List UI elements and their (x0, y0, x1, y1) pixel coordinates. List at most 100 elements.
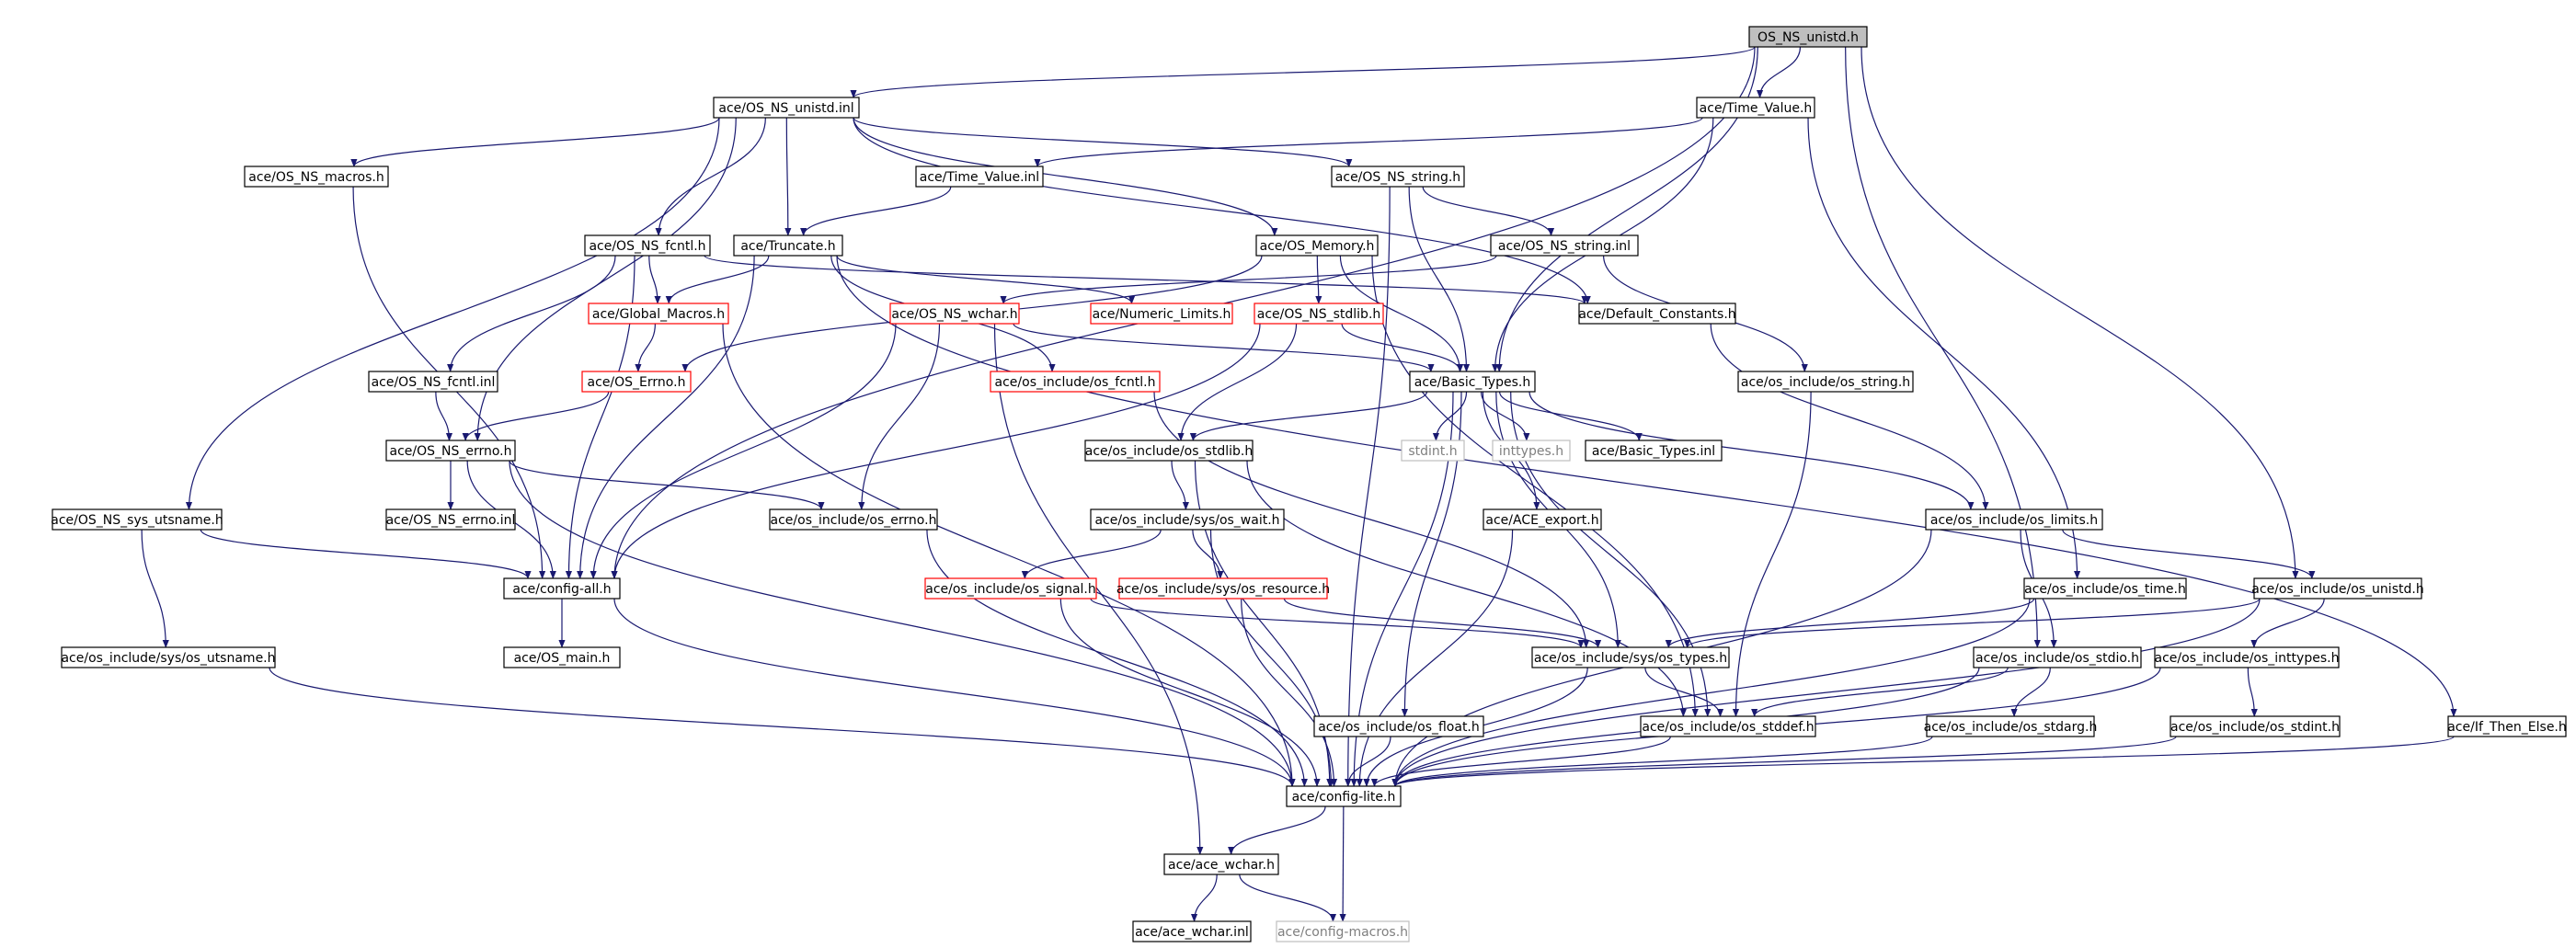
node-osi_string[interactable]: ace/os_include/os_string.h (1737, 371, 1914, 393)
node-box (1925, 508, 2103, 531)
node-ace_wchar_inl[interactable]: ace/ace_wchar.inl (1132, 920, 1252, 942)
node-unistd_inl[interactable]: ace/OS_NS_unistd.inl (713, 97, 860, 119)
node-box (1254, 303, 1384, 325)
node-ace_export[interactable]: ace/ACE_export.h (1483, 508, 1602, 531)
node-timevalue_inl[interactable]: ace/Time_Value.inl (915, 166, 1044, 188)
node-osi_wait[interactable]: ace/os_include/sys/os_wait.h (1090, 508, 1285, 531)
node-string_h[interactable]: ace/OS_NS_string.h (1331, 166, 1465, 188)
node-label: OS_NS_unistd.h (1757, 30, 1859, 45)
node-osi_errno[interactable]: ace/os_include/os_errno.h (769, 508, 938, 531)
node-box (2447, 715, 2567, 737)
node-os_errno_cls[interactable]: ace/OS_Errno.h (581, 371, 692, 393)
node-box (1255, 234, 1379, 257)
node-label: ace/Basic_Types.inl (1592, 444, 1715, 459)
node-box (889, 303, 1020, 325)
node-label: ace/OS_NS_unistd.inl (718, 101, 853, 116)
node-label: ace/OS_NS_errno.inl (386, 513, 516, 528)
node-osi_limits[interactable]: ace/os_include/os_limits.h (1925, 508, 2103, 531)
node-box (1132, 920, 1252, 942)
node-osi_fcntl[interactable]: ace/os_include/os_fcntl.h (990, 371, 1161, 393)
node-config_all[interactable]: ace/config-all.h (503, 577, 621, 600)
node-osi_stdarg[interactable]: ace/os_include/os_stdarg.h (1924, 715, 2098, 737)
node-wchar_h[interactable]: ace/OS_NS_wchar.h (889, 303, 1020, 325)
node-osi_time[interactable]: ace/os_include/os_time.h (2023, 577, 2187, 600)
node-macros_h[interactable]: ace/OS_NS_macros.h (244, 166, 389, 188)
node-basic_types_inl[interactable]: ace/Basic_Types.inl (1585, 440, 1723, 462)
node-fcntl_inl[interactable]: ace/OS_NS_fcntl.inl (368, 371, 498, 393)
edge-unistd_inl-to-memory_h (853, 117, 1278, 236)
node-label: ace/OS_main.h (514, 651, 611, 666)
node-label: ace/OS_NS_errno.h (389, 444, 511, 459)
edge-global_macros-to-config_lite (722, 323, 1296, 787)
edge-osi_wait-to-osi_signal (1021, 529, 1162, 579)
node-box (1163, 853, 1279, 875)
node-label: ace/OS_NS_macros.h (248, 170, 384, 185)
node-default_constants[interactable]: ace/Default_Constants.h (1578, 303, 1736, 325)
node-box (2170, 715, 2341, 737)
node-box (368, 371, 498, 393)
node-box (1737, 371, 1914, 393)
node-label: ace/OS_NS_string.inl (1498, 239, 1631, 254)
edge-string_h-to-string_inl (1422, 186, 1555, 236)
node-truncate_h[interactable]: ace/Truncate.h (733, 234, 843, 257)
edge-basic_types-to-stdint (1432, 391, 1468, 441)
node-if_then_else[interactable]: ace/If_Then_Else.h (2447, 715, 2567, 737)
node-label: ace/os_include/sys/os_utsname.h (61, 651, 275, 666)
node-numeric_limits[interactable]: ace/Numeric_Limits.h (1090, 303, 1233, 325)
node-box (385, 440, 516, 462)
node-osi_signal[interactable]: ace/os_include/os_signal.h (924, 577, 1097, 600)
edge-stdlib_h-to-config_all (611, 323, 1261, 579)
edge-string_h-to-basic_types (1408, 186, 1471, 372)
edge-truncate_h-to-numeric_limits (836, 255, 1136, 304)
edge-config_lite-to-config_macros (1339, 805, 1346, 922)
node-errno_inl[interactable]: ace/OS_NS_errno.inl (385, 508, 516, 531)
node-string_inl[interactable]: ace/OS_NS_string.inl (1490, 234, 1639, 257)
node-box (1090, 508, 1285, 531)
node-basic_types[interactable]: ace/Basic_Types.h (1409, 371, 1536, 393)
node-stdint: stdint.h (1401, 440, 1465, 462)
edge-fcntl_h-to-fcntl_inl (447, 255, 616, 372)
node-box (1276, 920, 1410, 942)
node-osi_stdint[interactable]: ace/os_include/os_stdint.h (2170, 715, 2341, 737)
node-os_main[interactable]: ace/OS_main.h (503, 646, 621, 668)
node-label: ace/os_include/os_fcntl.h (995, 375, 1156, 390)
node-memory_h[interactable]: ace/OS_Memory.h (1255, 234, 1379, 257)
node-label: ace/os_include/os_stdint.h (2170, 720, 2340, 735)
node-config_macros: ace/config-macros.h (1276, 920, 1410, 942)
node-osi_stdlib[interactable]: ace/os_include/os_stdlib.h (1084, 440, 1254, 462)
node-label: ace/Default_Constants.h (1578, 307, 1735, 322)
node-box (1585, 440, 1723, 462)
node-config_lite[interactable]: ace/config-lite.h (1286, 785, 1402, 807)
node-label: ace/os_include/os_time.h (2024, 582, 2186, 597)
node-utsname_h[interactable]: ace/OS_NS_sys_utsname.h (51, 508, 223, 531)
node-osi_types[interactable]: ace/os_include/sys/os_types.h (1531, 646, 1730, 668)
node-box (1401, 440, 1465, 462)
node-box (1090, 303, 1233, 325)
node-timevalue_h[interactable]: ace/Time_Value.h (1696, 97, 1815, 119)
edge-truncate_h-to-if_then_else (836, 255, 2457, 717)
node-osi_inttypes[interactable]: ace/os_include/os_inttypes.h (2154, 646, 2340, 668)
node-osi_resource[interactable]: ace/os_include/sys/os_resource.h (1116, 577, 1330, 600)
edge-memory_h-to-basic_types (1339, 255, 1464, 372)
edge-osi_limits-to-osi_unistd (2062, 529, 2316, 579)
node-osi_stddef[interactable]: ace/os_include/os_stddef.h (1640, 715, 1816, 737)
node-box (2154, 646, 2340, 668)
node-fcntl_h[interactable]: ace/OS_NS_fcntl.h (584, 234, 711, 257)
node-osi_stdio[interactable]: ace/os_include/os_stdio.h (1973, 646, 2142, 668)
node-box (52, 508, 223, 531)
node-ace_wchar_h[interactable]: ace/ace_wchar.h (1163, 853, 1279, 875)
node-osi_float[interactable]: ace/os_include/os_float.h (1313, 715, 1484, 737)
node-global_macros[interactable]: ace/Global_Macros.h (588, 303, 729, 325)
node-stdlib_h[interactable]: ace/OS_NS_stdlib.h (1254, 303, 1384, 325)
node-osi_utsname[interactable]: ace/os_include/sys/os_utsname.h (61, 646, 276, 668)
node-osi_unistd[interactable]: ace/os_include/os_unistd.h (2251, 577, 2424, 600)
node-box (1640, 715, 1816, 737)
edge-osi_resource-to-config_lite (1241, 598, 1338, 787)
edge-os_errno_cls-to-errno_h (462, 391, 610, 441)
edge-root-to-unistd_inl (850, 46, 1756, 98)
node-errno_h[interactable]: ace/OS_NS_errno.h (385, 440, 516, 462)
node-label: ace/OS_Memory.h (1260, 239, 1375, 254)
node-box (733, 234, 843, 257)
edge-wchar_h-to-config_all (590, 323, 897, 579)
node-box (1483, 508, 1602, 531)
